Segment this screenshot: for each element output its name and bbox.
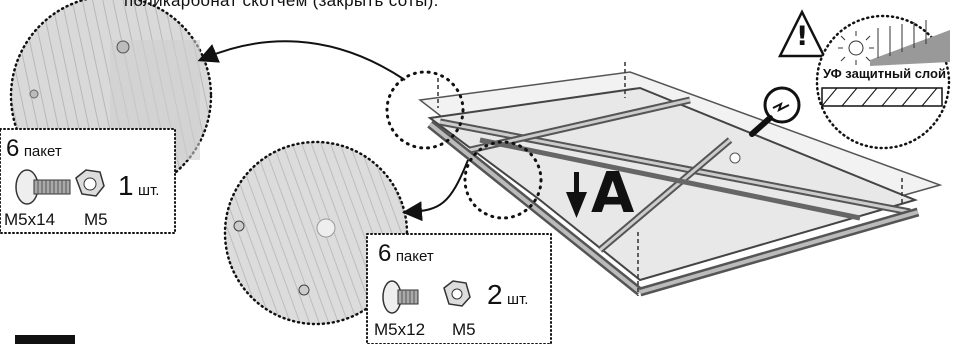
- bolt-label-2: M5x12: [374, 320, 426, 339]
- pack-label: пакет: [23, 143, 62, 160]
- warning-exclamation: !: [796, 21, 809, 52]
- arrow-to-bottom-detail: [402, 159, 469, 222]
- callout-right-quantity: 2 шт.: [487, 281, 528, 309]
- instruction-caption: поликарбонат скотчем (закрыть соты).: [124, 0, 439, 10]
- quantity-unit: шт.: [138, 182, 160, 199]
- callout-left-quantity: 1 шт.: [118, 172, 159, 200]
- uv-layer-label: УФ защитный слой: [823, 66, 946, 81]
- callout-left-pack: 6 пакет: [6, 137, 62, 161]
- view-marker-label: A: [591, 161, 635, 226]
- canopy-panel: [418, 62, 943, 297]
- pack-label-2: пакет: [395, 248, 434, 265]
- uv-layer-detail: [815, 14, 951, 150]
- bolt-m5x12-icon: [382, 280, 419, 314]
- nut-m5-icon: [75, 169, 105, 197]
- warning-icon: [777, 9, 827, 58]
- bolt-label: M5x14: [4, 210, 56, 229]
- quantity-value-2: 2: [487, 279, 503, 310]
- bolt-m5x14-icon: [15, 169, 71, 205]
- page-marker: [15, 335, 75, 344]
- detail-marker-top: [385, 70, 465, 150]
- nut-m5-icon-2: [443, 280, 471, 307]
- nut-label-2: M5: [452, 320, 476, 339]
- callout-right-pack: 6 пакет: [378, 242, 434, 266]
- quantity-unit-2: шт.: [507, 291, 529, 308]
- quantity-value: 1: [118, 170, 134, 201]
- magnifier-icon: [749, 86, 801, 137]
- pack-number-2: 6: [378, 240, 392, 267]
- detail-marker-bottom: [463, 140, 543, 220]
- view-arrow-icon: [566, 172, 587, 218]
- arrow-to-left-detail: [197, 40, 406, 81]
- nut-label: M5: [84, 210, 108, 229]
- pack-number: 6: [6, 135, 20, 162]
